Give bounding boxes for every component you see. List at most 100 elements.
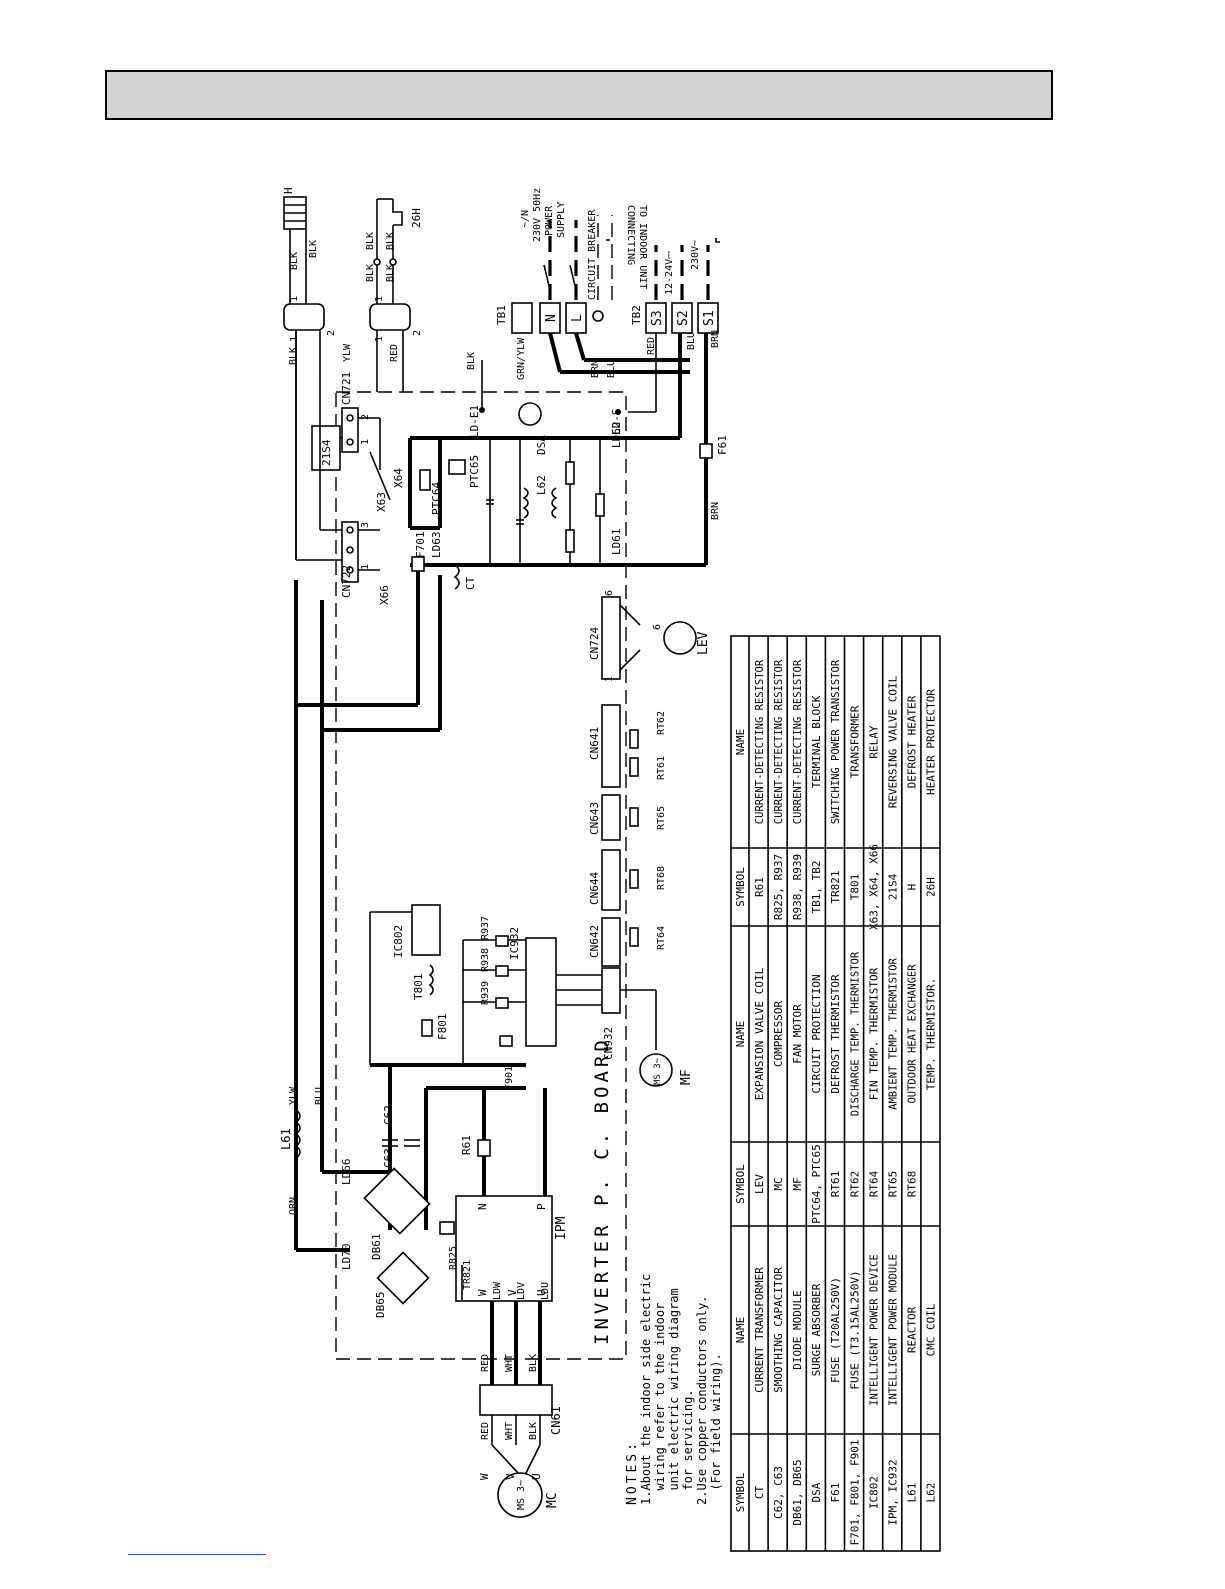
svg-text:DSA: DSA xyxy=(535,435,548,455)
symbols-table-rows xyxy=(767,636,922,1551)
table-cell: CMC COIL xyxy=(925,1303,938,1356)
table-cell: LEV xyxy=(753,1174,766,1194)
table-cell: CURRENT-DETECTING RESISTOR xyxy=(754,659,766,824)
svg-text:R61: R61 xyxy=(460,1135,473,1155)
table-cell: TB1, TB2 xyxy=(810,861,823,914)
svg-text:TB2: TB2 xyxy=(630,305,643,325)
table-cell: DEFROST THERMISTOR xyxy=(829,974,842,1094)
svg-text:BRN: BRN xyxy=(710,330,721,348)
svg-text:N: N xyxy=(544,314,559,322)
table-cell: IPM, IC932 xyxy=(886,1459,899,1525)
svg-text:DB61: DB61 xyxy=(370,1234,383,1261)
table-cell: MC xyxy=(772,1177,785,1190)
svg-text:H: H xyxy=(282,187,295,194)
table-cell: DEFROST HEATER xyxy=(906,695,919,788)
svg-text:BLU: BLU xyxy=(686,332,697,350)
table-cell: 21S4 xyxy=(886,873,899,900)
table-cell: CURRENT TRANSFORMER xyxy=(753,1267,766,1393)
heater-protector-26h: 26H BLK BLK BLK BLK 1 1 2 RED xyxy=(365,198,423,392)
svg-text:X66: X66 xyxy=(378,585,391,605)
ipm-label: IPM xyxy=(554,1216,569,1240)
table-cell: TEMP. THERMISTOR. xyxy=(925,978,938,1091)
svg-text:CIRCUIT BREAKER: CIRCUIT BREAKER xyxy=(587,209,598,300)
svg-text:BLU: BLU xyxy=(314,1087,325,1105)
svg-text:26H: 26H xyxy=(410,208,423,228)
table-cell: HEATER PROTECTOR xyxy=(925,689,938,795)
table-cell: DB61, DB65 xyxy=(791,1459,804,1525)
svg-text:LDU: LDU xyxy=(540,1282,551,1300)
notes-line-1: 1.About the indoor side electric xyxy=(639,1274,653,1505)
table-cell: CT xyxy=(753,1486,766,1500)
svg-text:C63: C63 xyxy=(382,1148,395,1168)
svg-text:L61: L61 xyxy=(279,1128,293,1150)
svg-text:P: P xyxy=(535,1203,548,1210)
svg-text:21S4: 21S4 xyxy=(320,439,333,466)
svg-text:V: V xyxy=(506,1289,519,1296)
svg-text:RED: RED xyxy=(480,1422,491,1440)
svg-text:C62: C62 xyxy=(382,1105,395,1125)
svg-text:2: 2 xyxy=(412,330,423,336)
svg-text:RT68: RT68 xyxy=(656,866,667,890)
svg-text:230V 50Hz: 230V 50Hz xyxy=(532,188,543,242)
table-cell: H xyxy=(906,884,919,891)
table-cell: COMPRESSOR xyxy=(772,1001,785,1068)
svg-text:BLK: BLK xyxy=(385,232,396,250)
table-header-cell: SYMBOL xyxy=(734,1164,747,1204)
control-section: IC802 T801 F801 R937 R938 R939 F901 xyxy=(369,904,526,1090)
svg-text:TO INDOOR UNIT: TO INDOOR UNIT xyxy=(637,205,648,289)
svg-text:SUPPLY: SUPPLY xyxy=(556,202,567,238)
svg-text:S1: S1 xyxy=(702,310,717,326)
svg-text:PTC64: PTC64 xyxy=(430,482,443,515)
svg-text:1: 1 xyxy=(289,296,300,302)
svg-text:T801: T801 xyxy=(412,974,425,1001)
table-cell: INTELLIGENT POWER DEVICE xyxy=(868,1254,880,1406)
svg-text:1: 1 xyxy=(360,439,371,445)
svg-text:U: U xyxy=(530,1473,543,1480)
table-cell: REACTOR xyxy=(906,1306,919,1353)
table-cell: SURGE ABSORBER xyxy=(810,1283,823,1376)
svg-text:ORN: ORN xyxy=(288,1197,299,1215)
table-cell: IC802 xyxy=(867,1476,880,1509)
svg-text:IC932: IC932 xyxy=(508,927,521,960)
svg-text:F61: F61 xyxy=(716,435,729,455)
notes-line-5: 2.Use copper conductors only. xyxy=(695,1295,709,1505)
svg-text:BLK: BLK xyxy=(365,264,376,282)
svg-text:RED: RED xyxy=(389,344,400,362)
svg-text:YLW: YLW xyxy=(288,1086,299,1105)
svg-text:BLK: BLK xyxy=(466,352,477,370)
svg-text:LD63: LD63 xyxy=(430,532,443,559)
svg-text:R825: R825 xyxy=(448,1246,459,1270)
table-cell: RT65 xyxy=(886,1171,899,1198)
table-cell: TR821 xyxy=(829,870,842,903)
svg-text:F701: F701 xyxy=(414,532,427,559)
svg-text:R938: R938 xyxy=(480,948,491,972)
svg-text:BLK: BLK xyxy=(288,347,299,365)
table-header-cell: SYMBOL xyxy=(734,1472,747,1512)
svg-text:PTC65: PTC65 xyxy=(468,455,481,488)
svg-text:TR821: TR821 xyxy=(462,1260,473,1290)
svg-text:12-24V⎓: 12-24V⎓ xyxy=(664,251,675,295)
svg-text:L62: L62 xyxy=(535,475,548,495)
table-cell: CURRENT-DETECTING RESISTOR xyxy=(773,659,785,824)
table-cell: R825, R937 xyxy=(772,854,785,920)
svg-text:RT61: RT61 xyxy=(656,756,667,780)
svg-text:BLK: BLK xyxy=(308,240,319,258)
svg-text:IC802: IC802 xyxy=(392,925,405,958)
svg-text:CN61: CN61 xyxy=(549,1406,563,1435)
heater-h: H BLK BLK 1 1 2 BLK YLW xyxy=(282,187,353,560)
svg-text:TB1: TB1 xyxy=(495,305,508,325)
svg-text:X63: X63 xyxy=(375,492,388,512)
compressor-connector: CN61 RED WHT BLK RED WHT BLK MS 3~ MC W … xyxy=(478,1354,563,1518)
svg-text:CN724: CN724 xyxy=(588,627,601,660)
svg-text:LD62: LD62 xyxy=(610,422,623,449)
svg-text:1: 1 xyxy=(374,336,385,342)
table-cell: FUSE (T20AL250V) xyxy=(829,1277,842,1383)
table-cell: RT61 xyxy=(829,1171,842,1198)
svg-text:230V~: 230V~ xyxy=(690,240,701,270)
svg-text:R939: R939 xyxy=(480,981,491,1005)
svg-text:W: W xyxy=(478,1473,491,1480)
table-cell: CURRENT-DETECTING RESISTOR xyxy=(792,659,804,824)
svg-text:2: 2 xyxy=(360,414,371,420)
svg-text:MS 3~: MS 3~ xyxy=(653,1057,663,1085)
